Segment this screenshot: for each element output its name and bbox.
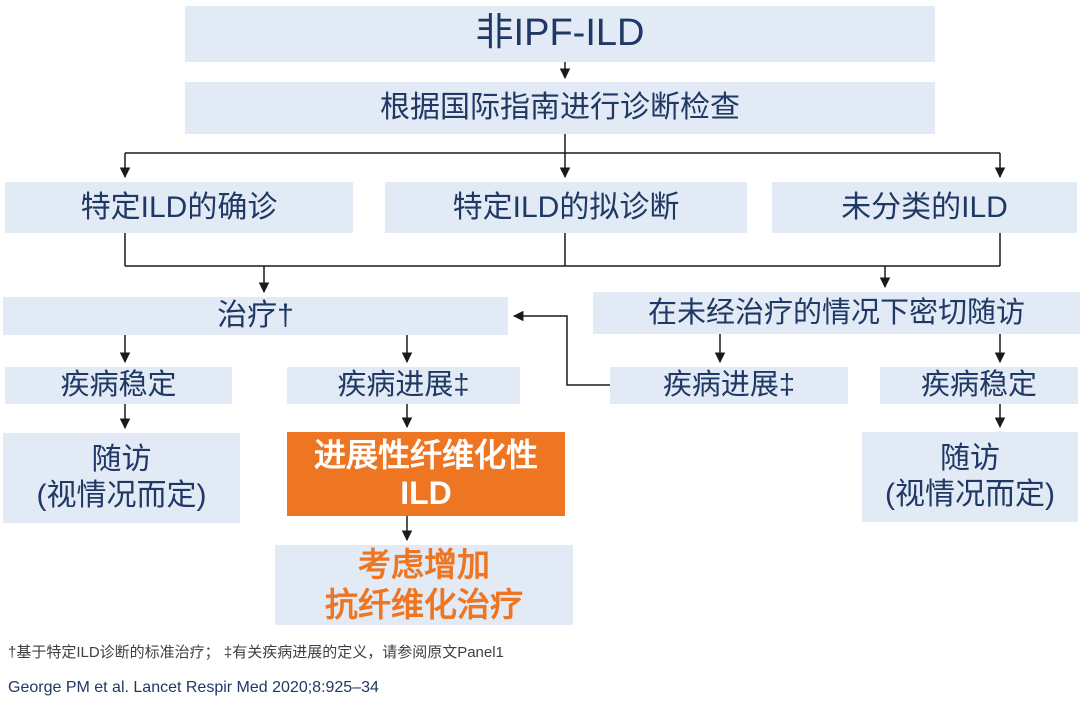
box-confirmed-diagnosis: 特定ILD的确诊 bbox=[5, 182, 353, 233]
box-confirmed-diagnosis-label: 特定ILD的确诊 bbox=[80, 190, 278, 224]
box-consider-antifibrotic-line2: 抗纤维化治疗 bbox=[325, 586, 523, 623]
box-unclassifiable-ild-label: 未分类的ILD bbox=[841, 190, 1008, 224]
box-unclassifiable-ild: 未分类的ILD bbox=[772, 182, 1077, 233]
box-consider-antifibrotic-line1: 考虑增加 bbox=[358, 546, 490, 584]
box-followup-left-line1: 随访 bbox=[91, 443, 152, 476]
box-disease-stable-right: 疾病稳定 bbox=[880, 367, 1078, 404]
box-disease-progression-right: 疾病进展‡ bbox=[610, 367, 848, 404]
box-disease-progression-left-label: 疾病进展‡ bbox=[337, 369, 470, 402]
box-consider-antifibrotic: 考虑增加 抗纤维化治疗 bbox=[275, 545, 573, 625]
box-disease-stable-left: 疾病稳定 bbox=[5, 367, 232, 404]
box-progressive-fibrosing-ild-line1: 进展性纤维化性 bbox=[313, 436, 538, 473]
box-followup-right-line2: (视情况而定) bbox=[885, 478, 1055, 511]
box-close-monitoring-label: 在未经治疗的情况下密切随访 bbox=[647, 296, 1025, 329]
footnote-citation: George PM et al. Lancet Respir Med 2020;… bbox=[8, 679, 379, 696]
box-provisional-diagnosis: 特定ILD的拟诊断 bbox=[385, 182, 747, 233]
box-non-ipf-ild-label: 非IPF-ILD bbox=[475, 12, 645, 55]
box-close-monitoring: 在未经治疗的情况下密切随访 bbox=[593, 292, 1080, 334]
box-disease-progression-right-label: 疾病进展‡ bbox=[662, 369, 796, 402]
box-progressive-fibrosing-ild-line2: ILD bbox=[400, 475, 452, 511]
box-followup-left-line2: (视情况而定) bbox=[36, 479, 207, 512]
box-diagnostic-workup: 根据国际指南进行诊断检查 bbox=[185, 82, 935, 134]
box-disease-progression-left: 疾病进展‡ bbox=[287, 367, 520, 404]
box-disease-stable-left-label: 疾病稳定 bbox=[60, 369, 177, 402]
box-provisional-diagnosis-label: 特定ILD的拟诊断 bbox=[452, 190, 680, 224]
box-progressive-fibrosing-ild: 进展性纤维化性 ILD bbox=[287, 432, 565, 516]
box-diagnostic-workup-label: 根据国际指南进行诊断检查 bbox=[380, 91, 740, 124]
box-treatment-label: 治疗† bbox=[217, 299, 294, 332]
footnote-definitions: †基于特定ILD诊断的标准治疗； ‡有关疾病进展的定义，请参阅原文Panel1 bbox=[8, 644, 504, 661]
box-followup-right-line1: 随访 bbox=[940, 442, 1000, 475]
box-followup-right: 随访 (视情况而定) bbox=[862, 432, 1078, 522]
box-treatment: 治疗† bbox=[3, 297, 508, 335]
box-disease-stable-right-label: 疾病稳定 bbox=[920, 369, 1037, 402]
box-followup-left: 随访 (视情况而定) bbox=[3, 433, 240, 523]
box-non-ipf-ild: 非IPF-ILD bbox=[185, 6, 935, 62]
